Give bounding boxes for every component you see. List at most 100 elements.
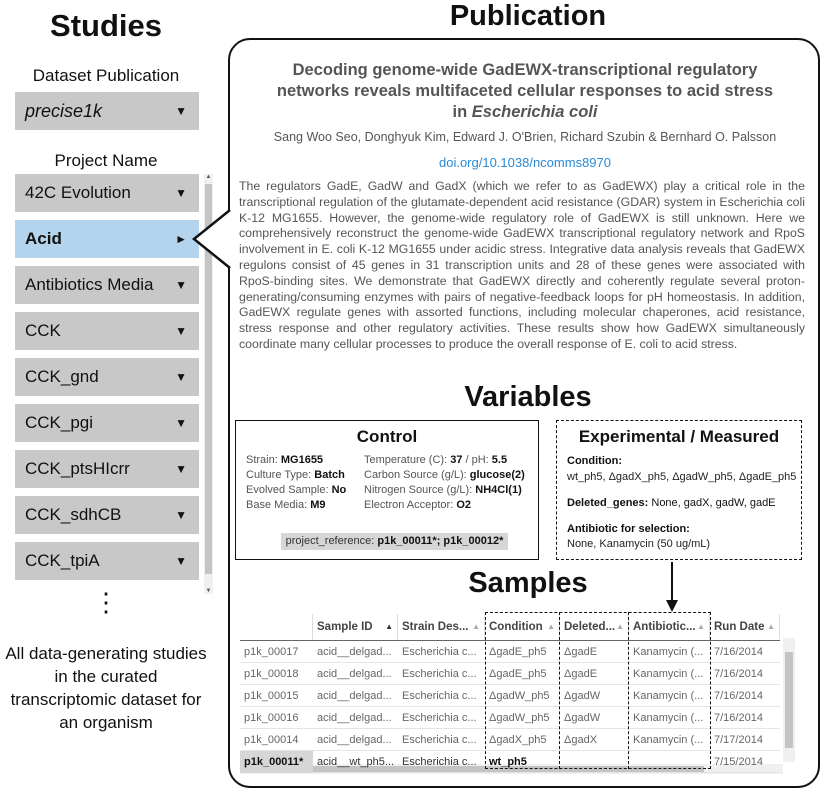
table-cell: acid__delgad...	[317, 712, 392, 724]
table-cell: p1k_00017	[244, 646, 299, 658]
column-header[interactable]: Deleted...▲	[560, 614, 629, 640]
table-cell: 7/16/2014	[714, 668, 763, 680]
evolved-sample-field: Evolved Sample: No	[246, 484, 347, 496]
table-cell: ΔgadW	[564, 712, 601, 724]
table-vertical-scrollbar[interactable]	[783, 638, 795, 762]
paper-title-organism: Escherichia coli	[471, 103, 598, 121]
table-cell: 7/17/2014	[714, 734, 763, 746]
project-item[interactable]: CCK_sdhCB▼	[15, 496, 199, 534]
chevron-down-icon: ▼	[175, 370, 187, 384]
experimental-measured-box: Experimental / Measured Condition: wt_ph…	[556, 420, 802, 560]
table-cell: Escherichia c...	[402, 668, 477, 680]
table-horizontal-scrollbar[interactable]	[240, 764, 783, 774]
paper-doi-link[interactable]: doi.org/10.1038/ncomms8970	[438, 155, 611, 170]
column-header[interactable]: Sample ID▲	[313, 614, 398, 640]
project-item[interactable]: CCK_tpiA ▼	[15, 542, 199, 580]
sort-icon[interactable]: ▲	[767, 622, 775, 631]
project-item[interactable]: CCK_pgi▼	[15, 404, 199, 442]
table-cell: Kanamycin (...	[633, 734, 704, 746]
table-hscroll-thumb[interactable]	[252, 766, 704, 772]
paper-title-line1: Decoding genome-wide GadEWX-transcriptio…	[292, 61, 758, 79]
chevron-right-icon: ►	[175, 232, 187, 246]
table-cell: acid__delgad...	[317, 668, 392, 680]
column-header[interactable]: Condition▲	[485, 614, 560, 640]
antibiotic-heading: Antibiotic for selection:	[567, 523, 690, 535]
project-reference-badge: project_reference: p1k_00011*; p1k_00012…	[281, 533, 508, 550]
project-item[interactable]: CCK_gnd ▼	[15, 358, 199, 396]
experimental-title: Experimental / Measured	[578, 427, 780, 446]
scrollbar-thumb[interactable]	[205, 184, 212, 574]
dataset-publication-select[interactable]: precise1k ▼	[15, 92, 199, 130]
chevron-down-icon: ▼	[175, 462, 187, 476]
electron-acceptor-field: Electron Acceptor: O2	[364, 499, 472, 511]
nitrogen-source-field: Nitrogen Source (g/L): NH4Cl(1)	[364, 484, 522, 496]
project-item[interactable]: Acid ►	[15, 220, 199, 258]
paper-authors: Sang Woo Seo, Donghyuk Kim, Edward J. O'…	[273, 130, 777, 144]
table-cell: wt_ph5	[489, 756, 527, 768]
project-item-label: CCK_tpiA	[25, 551, 100, 570]
table-cell: ΔgadW_ph5	[489, 690, 550, 702]
studies-title: Studies	[50, 8, 162, 43]
table-cell: ΔgadE	[564, 668, 598, 680]
chevron-down-icon: ▼	[175, 508, 187, 522]
project-item-label: Acid	[25, 229, 62, 248]
table-cell: ΔgadW	[564, 690, 601, 702]
table-row[interactable]: p1k_00018 acid__delgad... Escherichia c...…	[240, 663, 780, 685]
project-item[interactable]: CCK▼	[15, 312, 199, 350]
column-header[interactable]: Strain Des...▲	[398, 614, 485, 640]
paper-title-line2: networks reveals multifaceted cellular r…	[276, 82, 774, 100]
chevron-down-icon: ▼	[175, 278, 187, 292]
table-cell: Kanamycin (...	[633, 646, 704, 658]
sort-icon[interactable]: ▲	[547, 622, 555, 631]
table-row[interactable]: p1k_00016 acid__delgad... Escherichia c...…	[240, 707, 780, 729]
table-cell: 7/16/2014	[714, 712, 763, 724]
table-row[interactable]: p1k_00017 acid__delgad... Escherichia c...…	[240, 641, 780, 663]
base-media-field: Base Media: M9	[246, 499, 326, 511]
project-item[interactable]: CCK_ptsHIcrr▼	[15, 450, 199, 488]
project-item[interactable]: 42C Evolution▼	[15, 174, 199, 212]
table-cell: ΔgadW_ph5	[489, 712, 550, 724]
table-row[interactable]: p1k_00011*acid__wt_ph5...Escherichia c..…	[240, 751, 780, 773]
table-cell	[560, 751, 629, 773]
table-cell: Kanamycin (...	[633, 712, 704, 724]
project-list: 42C Evolution▼ Acid ► Antibiotics Media▼ CCK…	[15, 174, 215, 594]
sort-icon[interactable]: ▲	[472, 622, 480, 631]
table-vscroll-thumb[interactable]	[785, 652, 793, 748]
table-cell: p1k_00015	[244, 690, 299, 702]
table-cell: acid__delgad...	[317, 690, 392, 702]
temperature-ph-field: Temperature (C): 37 / pH: 5.5	[364, 454, 508, 466]
table-cell: ΔgadE_ph5	[489, 646, 547, 658]
table-cell: acid__delgad...	[317, 734, 392, 746]
table-cell: 7/16/2014	[714, 690, 763, 702]
sort-icon[interactable]: ▲	[697, 622, 705, 631]
samples-table: Sample ID▲Strain Des...▲Condition▲Delete…	[240, 614, 796, 774]
chevron-down-icon: ▼	[175, 554, 187, 568]
table-cell: 7/16/2014	[714, 646, 763, 658]
table-cell: ΔgadX	[564, 734, 598, 746]
project-item-label: CCK	[25, 321, 61, 340]
sort-icon[interactable]: ▲	[385, 622, 393, 631]
paper-abstract: The regulators GadE, GadW and GadX (whic…	[239, 179, 805, 351]
column-header[interactable]: Antibiotic...▲	[629, 614, 710, 640]
table-cell: Escherichia c...	[402, 712, 477, 724]
scroll-up-icon[interactable]: ▲	[205, 174, 212, 180]
control-box: Control Strain: MG1655 Culture Type: Bat…	[235, 420, 539, 560]
table-cell: p1k_00011*	[240, 751, 313, 773]
project-item[interactable]: Antibiotics Media▼	[15, 266, 199, 304]
table-cell: Escherichia c...	[402, 646, 477, 658]
sort-icon[interactable]: ▲	[616, 622, 624, 631]
table-cell: p1k_00018	[244, 668, 299, 680]
column-header[interactable]: Run Date▲	[710, 614, 780, 640]
project-list-scrollbar[interactable]: ▲ ▼	[204, 174, 213, 594]
more-ellipsis-icon: ⋮	[93, 587, 119, 617]
table-cell: acid__delgad...	[317, 646, 392, 658]
table-cell: p1k_00016	[244, 712, 299, 724]
scroll-down-icon[interactable]: ▼	[205, 588, 212, 594]
chevron-down-icon: ▼	[175, 416, 187, 430]
project-name-label: Project Name	[54, 151, 158, 170]
samples-section-title: Samples	[468, 567, 588, 599]
arrow-down-connector	[666, 562, 678, 612]
project-item-label: CCK_gnd	[25, 367, 99, 386]
